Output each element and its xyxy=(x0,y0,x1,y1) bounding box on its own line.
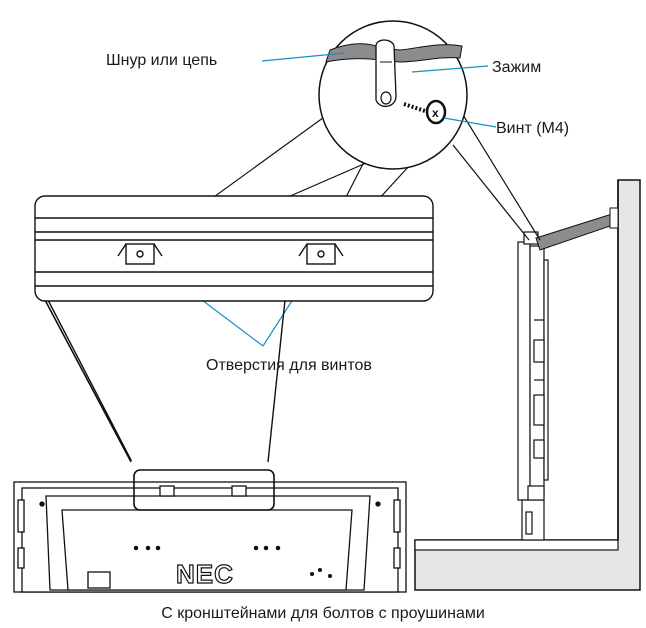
clamp-detail-circle: x xyxy=(137,20,541,261)
screw-hole-right xyxy=(298,243,344,265)
enlarged-panel xyxy=(34,195,434,463)
screw-label: Винт (M4) xyxy=(496,120,569,137)
nec-logo: NEC xyxy=(176,559,234,589)
screw-hole-left xyxy=(117,243,163,265)
clamp-label: Зажим xyxy=(492,59,541,76)
screw-holes-label: Отверстия для винтов xyxy=(206,357,372,374)
cord-label: Шнур или цепь xyxy=(106,52,217,69)
svg-text:x: x xyxy=(432,106,439,120)
screw-icon: x xyxy=(403,99,447,125)
display-side-view xyxy=(517,231,549,541)
figure-caption: С кронштейнами для болтов с проушинами xyxy=(161,605,485,622)
floor-slab xyxy=(414,539,619,551)
display-rear-view xyxy=(13,469,407,593)
cord-to-wall xyxy=(535,207,619,251)
